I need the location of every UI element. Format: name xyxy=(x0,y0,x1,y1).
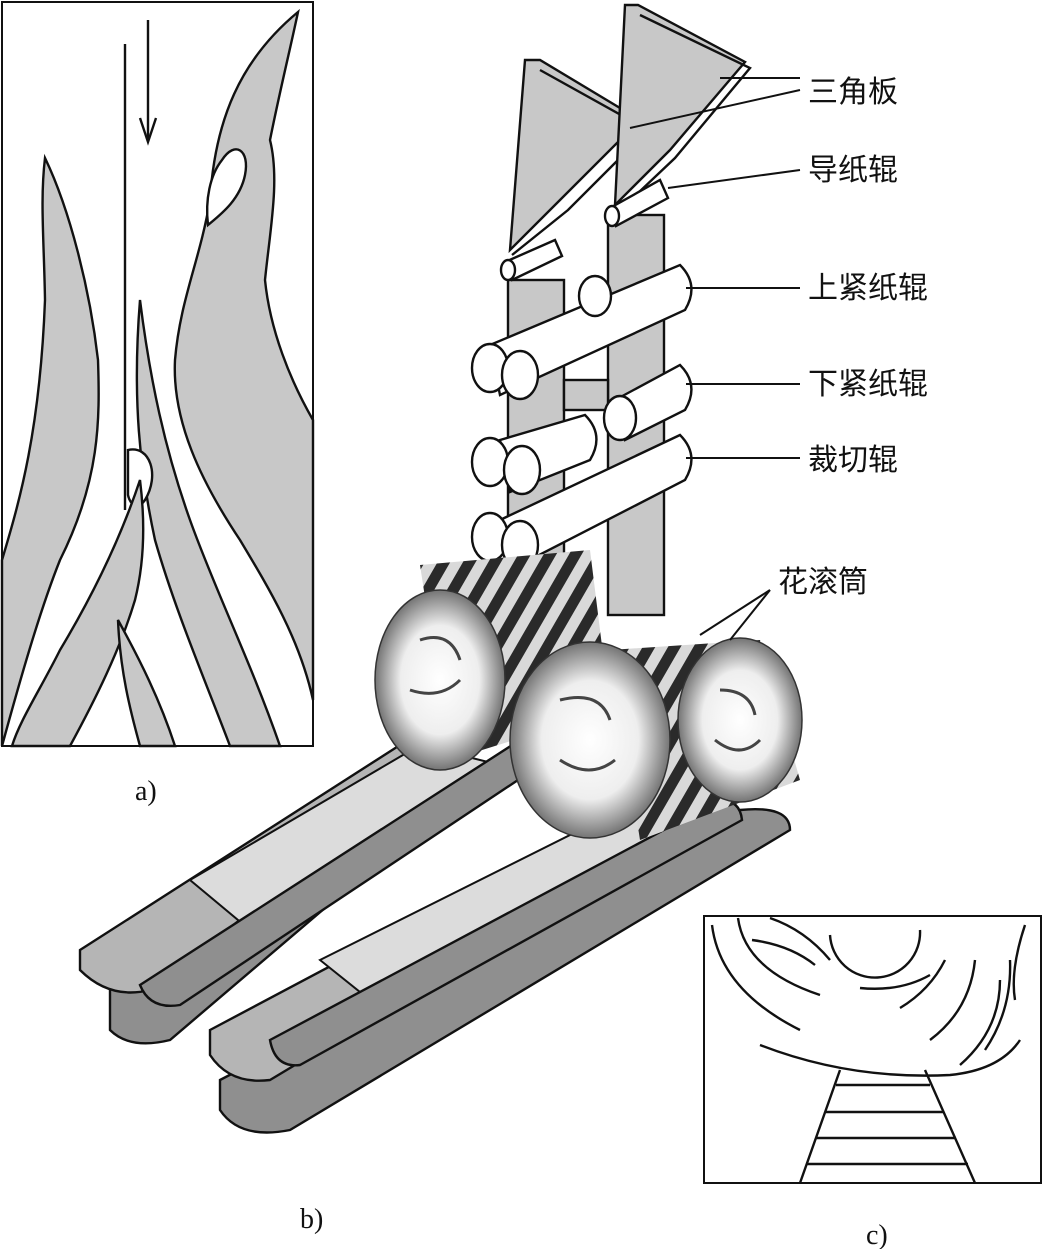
upper-tension-roller-back xyxy=(577,274,613,318)
label-lower-tension-roller: 下紧纸辊 xyxy=(808,367,928,402)
panel-b-machine xyxy=(78,3,803,1134)
panel-c-detail xyxy=(703,915,1042,1184)
panel-a-right-notch xyxy=(205,148,248,228)
label-cutting-roller: 裁切辊 xyxy=(808,443,898,478)
panel-a-small-leaf xyxy=(116,619,177,748)
conveyor-belts xyxy=(78,738,792,1134)
guide-rollers xyxy=(499,178,670,282)
label-triangle-plate: 三角板 xyxy=(808,75,898,110)
panel-a-lower-leaf xyxy=(10,479,145,748)
belt-front-right-lower xyxy=(218,808,792,1134)
leader-lines xyxy=(629,77,801,641)
panel-c-swirls xyxy=(710,916,1027,1077)
label-flower-drum: 花滚筒 xyxy=(778,565,868,600)
paper-web-bridge xyxy=(562,378,610,412)
triangle-plate-right xyxy=(613,3,747,209)
caption-c: c) xyxy=(866,1220,888,1249)
panel-a-detail xyxy=(0,1,315,748)
upper-tension-roller-front xyxy=(488,263,693,397)
caption-b: b) xyxy=(300,1204,323,1235)
triangle-plates xyxy=(508,3,752,256)
flower-drum-back xyxy=(374,589,506,771)
leader-triangle-plate-b xyxy=(629,89,801,129)
leader-flower-drum-a xyxy=(699,589,771,636)
panel-c-belt-rungs xyxy=(806,1083,968,1166)
flower-drums xyxy=(374,550,803,840)
triangle-plate-left-edge xyxy=(511,68,650,256)
rollers xyxy=(470,263,693,572)
flower-drum-side xyxy=(677,637,803,803)
label-guide-roller: 导纸辊 xyxy=(808,153,898,188)
panel-a-inner-notch xyxy=(126,448,154,507)
panel-a-arrow-icon xyxy=(138,117,158,146)
caption-a: a) xyxy=(135,776,157,807)
leader-guide-roller xyxy=(667,169,801,189)
leader-flower-drum-b xyxy=(729,589,771,641)
panel-a-left-leaf xyxy=(0,153,100,747)
flower-drum-front xyxy=(509,641,671,839)
triangle-plate-right-edge xyxy=(617,13,752,213)
label-upper-tension-roller: 上紧纸辊 xyxy=(808,271,928,306)
cutting-roller xyxy=(498,433,693,572)
drum-swirls xyxy=(409,636,762,772)
